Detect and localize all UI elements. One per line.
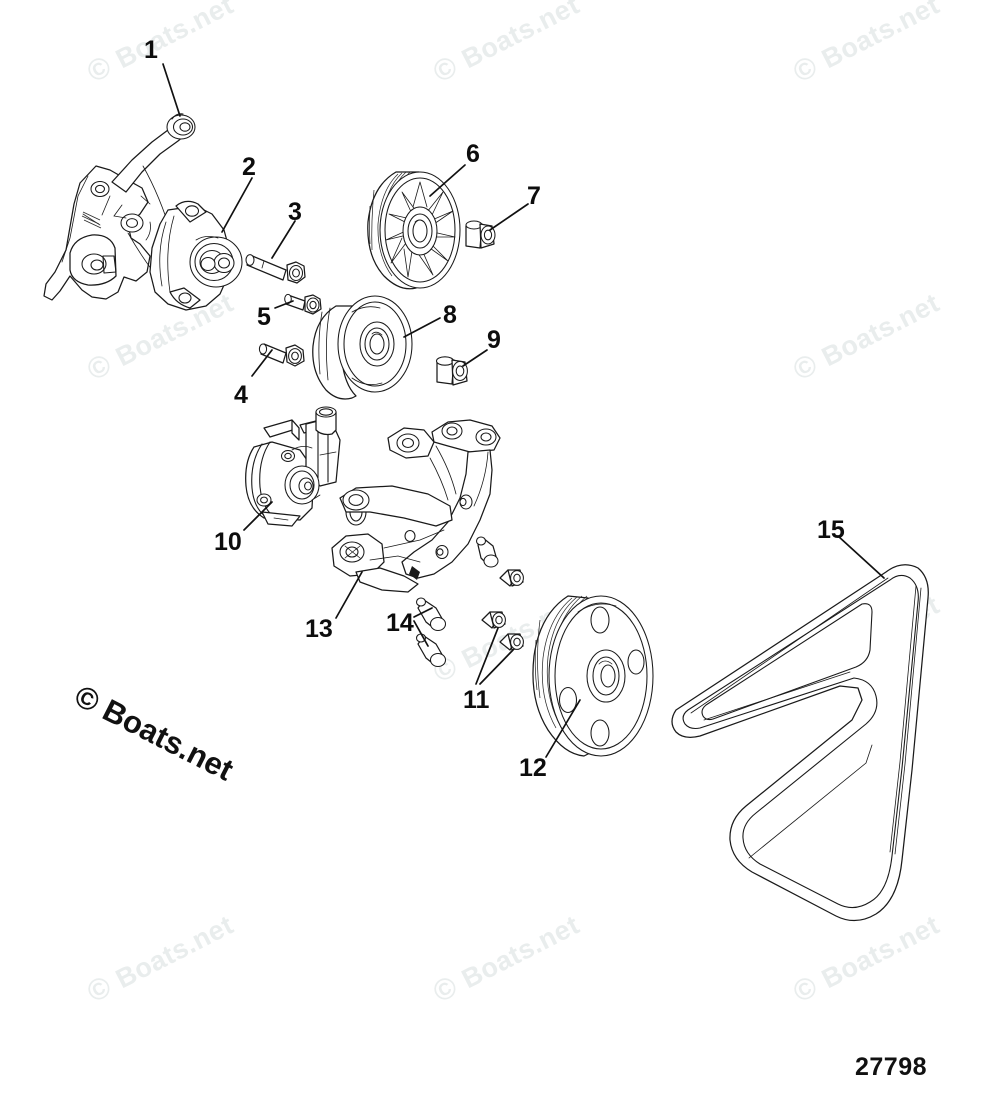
part-2-tensioner-assembly	[149, 200, 243, 311]
callout-5-short-bolt-upper[interactable]: 5	[257, 303, 271, 331]
callout-13-pump-mounting-bracket[interactable]: 13	[305, 615, 333, 643]
leader-11a	[475, 627, 499, 685]
leader-14b	[413, 620, 429, 647]
leader-12	[545, 699, 581, 758]
part-12-ps-pulley	[532, 595, 654, 757]
part-14-mounting-studs	[415, 536, 499, 668]
callout-9-pulley-bolt-8[interactable]: 9	[487, 326, 501, 354]
callout-10-power-steering-pump[interactable]: 10	[214, 528, 242, 556]
callout-7-pulley-bolt-6[interactable]: 7	[527, 182, 541, 210]
part-1-tensioner-bracket	[43, 113, 196, 301]
part-4-short-bolt	[258, 343, 305, 367]
callout-12-power-steering-pulley[interactable]: 12	[519, 754, 547, 782]
callout-6-grooved-idler-pulley[interactable]: 6	[466, 140, 480, 168]
part-10-power-steering-pump	[245, 406, 367, 527]
leader-6	[429, 164, 466, 197]
leader-3	[271, 220, 296, 259]
callout-2-belt-tensioner-assembly[interactable]: 2	[242, 153, 256, 181]
leader-4	[251, 349, 273, 377]
leader-10	[243, 501, 273, 531]
leader-5	[274, 300, 294, 309]
callout-15-serpentine-drive-belt[interactable]: 15	[817, 516, 845, 544]
part-5-short-bolt	[284, 293, 322, 315]
leader-13	[335, 571, 363, 619]
callout-11-pump-mounting-bolts[interactable]: 11	[463, 686, 490, 714]
part-9-pulley-bolt	[435, 356, 468, 386]
leader-11b	[479, 649, 514, 685]
callout-1-tensioner-bracket[interactable]: 1	[144, 36, 158, 64]
callout-4-short-bolt-lower[interactable]: 4	[234, 381, 248, 409]
part-8-smooth-pulley	[312, 295, 413, 400]
part-11-mounting-bolts	[481, 569, 524, 651]
part-6-grooved-pulley	[367, 171, 461, 290]
leader-2	[221, 177, 253, 233]
leader-1	[162, 63, 181, 117]
callout-14-mounting-studs[interactable]: 14	[386, 609, 414, 637]
leader-15	[837, 535, 885, 579]
callout-8-smooth-idler-pulley[interactable]: 8	[443, 301, 457, 329]
leader-9	[462, 349, 488, 367]
part-13-mounting-bracket	[331, 419, 501, 593]
diagram-id-label: 27798	[855, 1053, 928, 1081]
callout-3-long-bolt[interactable]: 3	[288, 198, 302, 226]
leader-7	[489, 203, 529, 231]
part-15-serpentine-belt	[671, 564, 929, 922]
leader-8	[403, 317, 441, 338]
part-3-long-bolt	[245, 254, 306, 284]
leader-14a	[413, 607, 433, 618]
